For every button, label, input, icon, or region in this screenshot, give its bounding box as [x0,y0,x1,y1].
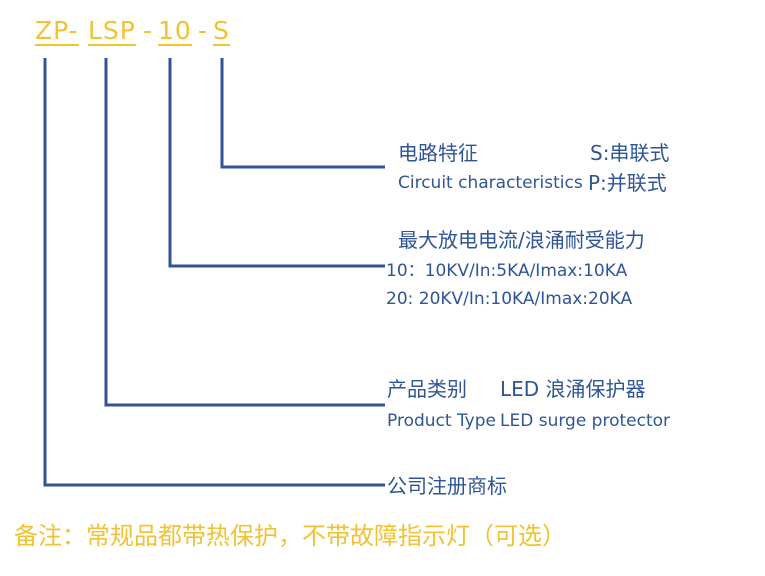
code-separator: - [198,16,209,45]
model-code-connection: S [213,16,230,46]
product-type-title-en: Product Type [387,411,496,431]
model-code: ZP- [35,16,79,46]
code-connection: S [213,16,230,46]
discharge-line-10: 10：10KV/In:5KA/Imax:10KA [386,261,628,281]
code-current: 10 [158,16,192,46]
connector-type [104,58,385,407]
discharge-title: 最大放电电流/浪涌耐受能力 [398,228,645,252]
connector-current [168,58,385,268]
model-code-current: 10 [158,16,192,46]
product-type-value-en: LED surge protector [500,411,671,431]
product-type-value-zh: LED 浪涌保护器 [500,377,646,401]
code-brand: ZP- [35,16,79,46]
circuit-title-zh: 电路特征 [398,141,478,165]
connector-brand [43,58,385,487]
model-code-type: LSP [88,16,136,46]
trademark-title: 公司注册商标 [387,474,507,498]
model-code-sep1: - [143,16,153,46]
code-separator: - [143,16,154,45]
circuit-title-en: Circuit characteristics [398,173,583,193]
connector-connection [220,58,385,169]
footnote: 备注：常规品都带热保护，不带故障指示灯（可选） [14,522,566,550]
circuit-option-p: P:并联式 [588,171,667,195]
model-code-sep2: - [198,16,208,46]
circuit-option-s: S:串联式 [590,141,670,165]
code-type: LSP [88,16,136,46]
discharge-line-20: 20: 20KV/In:10KA/Imax:20KA [386,289,633,309]
product-type-title-zh: 产品类别 [387,377,467,401]
